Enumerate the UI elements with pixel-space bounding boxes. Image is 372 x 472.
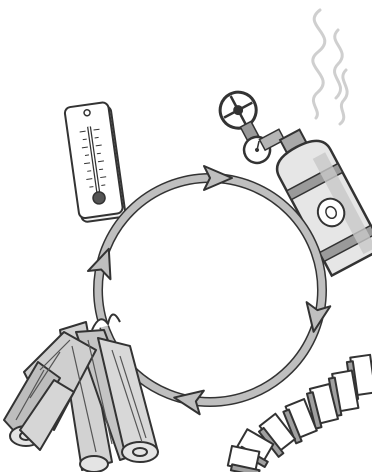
thermometer-icon [64, 102, 126, 223]
campfire-icon [4, 314, 158, 472]
smoke-wisps [313, 10, 347, 124]
gas-cylinder-icon [214, 65, 372, 287]
dominoes-icon [227, 355, 372, 472]
